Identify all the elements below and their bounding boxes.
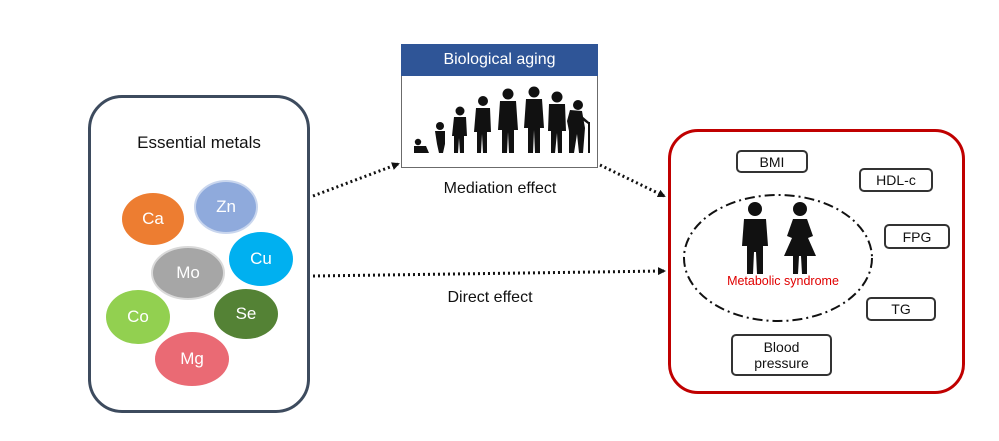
metal-mg-label: Mg xyxy=(180,349,204,368)
arrow-aging-to-syndrome xyxy=(599,163,666,198)
metal-mo-label: Mo xyxy=(176,263,200,282)
metal-cu: Cu xyxy=(229,232,293,286)
bmi-label: BMI xyxy=(759,153,785,170)
fpg-label: FPG xyxy=(902,228,932,245)
blood-pressure-box: Blood pressure xyxy=(731,334,832,376)
syndrome-dashdot-ellipse xyxy=(683,194,873,322)
metal-mg: Mg xyxy=(155,332,229,386)
metal-zn: Zn xyxy=(194,180,258,234)
arrow-metals-to-aging xyxy=(312,162,400,198)
arrow-direct-effect xyxy=(312,267,666,278)
metabolic-syndrome-label: Metabolic syndrome xyxy=(727,274,839,288)
human-growth-aging-silhouettes-icon xyxy=(414,86,590,153)
direct-effect-label: Direct effect xyxy=(447,289,533,306)
bmi-box: BMI xyxy=(736,150,808,173)
biological-aging-header: Biological aging xyxy=(401,44,598,76)
metal-zn-label: Zn xyxy=(216,197,236,216)
metal-se: Se xyxy=(214,289,278,339)
tg-box: TG xyxy=(866,297,936,321)
metal-ca: Ca xyxy=(122,193,184,245)
hdl-box: HDL-c xyxy=(859,168,933,192)
man-woman-icon xyxy=(742,202,816,274)
tg-label: TG xyxy=(891,301,911,317)
metal-se-label: Se xyxy=(235,304,257,323)
metal-co-label: Co xyxy=(127,307,149,326)
metal-ca-label: Ca xyxy=(142,209,164,228)
metal-cu-label: Cu xyxy=(250,249,272,268)
fpg-box: FPG xyxy=(884,224,950,249)
metal-mo: Mo xyxy=(151,246,225,300)
biological-aging-title: Biological aging xyxy=(443,51,556,68)
blood-pressure-label-line1: Blood xyxy=(763,339,800,355)
blood-pressure-label-line2: pressure xyxy=(754,355,809,371)
metal-co: Co xyxy=(106,290,170,344)
mediation-effect-label: Mediation effect xyxy=(443,180,557,197)
aging-silhouettes-image xyxy=(401,76,598,168)
hdl-label: HDL-c xyxy=(876,172,916,188)
essential-metals-title: Essential metals xyxy=(137,133,261,152)
